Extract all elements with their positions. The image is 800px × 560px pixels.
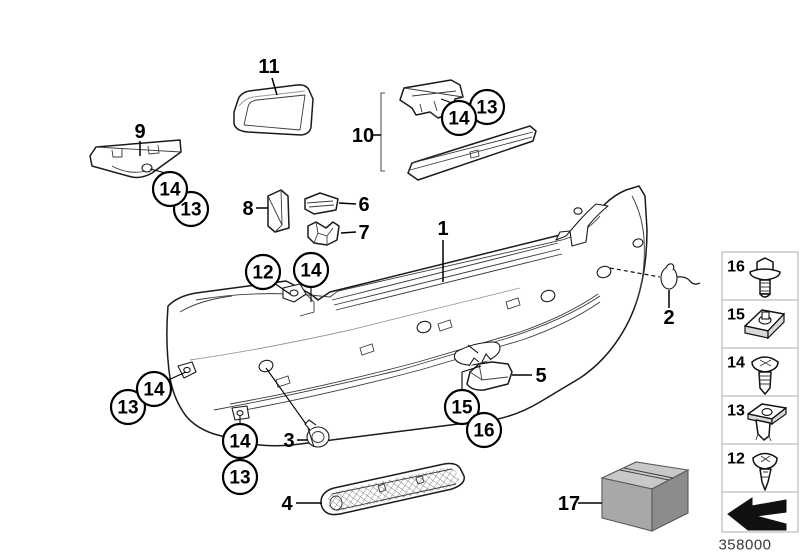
callout-label: 11: [258, 56, 279, 78]
callout-13: 13: [468, 88, 506, 126]
legend-number-12: 12: [727, 451, 745, 468]
callout-label: 12: [252, 263, 273, 284]
callout-16: 16: [465, 411, 503, 449]
legend-number-16: 16: [727, 259, 745, 276]
part-1-rear-bumper-trim-panel: [166, 185, 648, 447]
part-2-tow-eye-cap-plug: [609, 263, 701, 290]
callout-circle: [244, 253, 282, 291]
hex-flange-bolt-icon: [749, 257, 781, 298]
part-11-rectangular-trim-block: [233, 84, 314, 136]
callout-label: 3: [283, 430, 294, 452]
callout-label: 14: [143, 380, 165, 401]
callout-9: 9: [134, 121, 145, 143]
callout-circle: [109, 388, 147, 426]
callout-6: 6: [358, 194, 369, 216]
callout-label: 14: [229, 432, 251, 453]
part-4-mesh-grille-insert: [320, 462, 465, 516]
callout-label: 13: [180, 200, 201, 221]
callout-14: 14: [221, 422, 259, 460]
callout-circle: [465, 411, 503, 449]
part-9-mounting-bracket-angled: [89, 139, 182, 179]
callout-5: 5: [535, 365, 546, 387]
part-17-shipping-carton: [600, 461, 690, 532]
diagram-id: 358000: [718, 537, 771, 554]
callout-label: 1: [437, 218, 448, 240]
callout-circle: [221, 458, 259, 496]
callout-label: 14: [300, 261, 322, 282]
callout-label: 13: [229, 468, 250, 489]
callout-12: 12: [244, 253, 282, 291]
callout-10: 10: [352, 125, 374, 147]
callout-11: 11: [258, 56, 279, 78]
part-5-tow-hook-cover-flap: [466, 344, 513, 391]
callout-7: 7: [358, 222, 369, 244]
callout-13: 13: [221, 458, 259, 496]
callout-label: 5: [535, 365, 546, 387]
part-6-trim-wedge-right: [304, 192, 339, 215]
callout-label: 13: [476, 98, 497, 119]
callout-14: 14: [440, 99, 478, 137]
callout-14: 14: [151, 170, 189, 208]
callout-circle: [292, 251, 330, 289]
push-rivet-icon: [752, 452, 778, 491]
callout-circle: [443, 388, 481, 426]
callout-circle: [151, 170, 189, 208]
callout-label: 6: [358, 194, 369, 216]
square-panel-clip-icon: [747, 403, 787, 442]
legend-number-13: 13: [727, 403, 745, 420]
callout-label: 10: [352, 125, 374, 147]
callout-label: 14: [448, 109, 470, 130]
callout-label: 14: [159, 180, 181, 201]
callout-13: 13: [109, 388, 147, 426]
callout-label: 15: [451, 398, 473, 419]
callout-3: 3: [283, 430, 294, 452]
callout-circle: [135, 370, 173, 408]
hardware-legend: 16 15 14 13 12: [721, 251, 799, 533]
callout-1: 1: [437, 218, 448, 240]
callout-2: 2: [663, 307, 674, 329]
callout-circle: [440, 99, 478, 137]
callout-label: 8: [242, 198, 253, 220]
legend-number-15: 15: [727, 307, 745, 324]
callout-label: 13: [117, 398, 138, 419]
part-7-corner-clip-bracket: [307, 221, 340, 246]
callout-17: 17: [558, 493, 580, 515]
legend-number-14: 14: [727, 355, 745, 372]
callout-circle: [221, 422, 259, 460]
callout-label: 7: [358, 222, 369, 244]
part-3-pdc-parking-sensor: [265, 367, 330, 448]
leader-lines: [139, 77, 670, 504]
callout-4: 4: [281, 493, 293, 515]
callout-8: 8: [242, 198, 253, 220]
callout-label: 2: [663, 307, 674, 329]
callout-label: 9: [134, 121, 145, 143]
callout-14: 14: [292, 251, 330, 289]
callout-label: 17: [558, 493, 580, 515]
phillips-pan-screw-icon: [751, 356, 779, 395]
callout-14: 14: [135, 370, 173, 408]
callout-15: 15: [443, 388, 481, 426]
cage-nut-icon: [744, 309, 785, 340]
callout-label: 4: [281, 493, 293, 515]
callout-label: 16: [473, 421, 494, 442]
part-8-trim-wedge-left: [267, 189, 290, 233]
